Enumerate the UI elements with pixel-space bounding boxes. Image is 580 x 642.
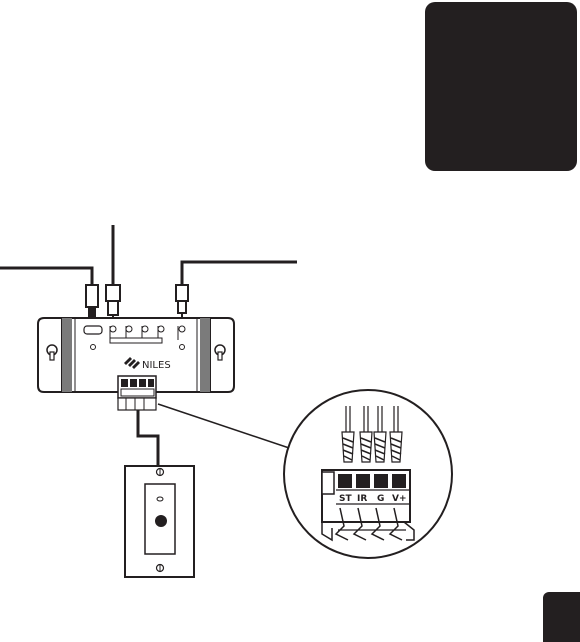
brand-label: NILES	[142, 360, 171, 371]
magnified-connector: ST IR G V+	[284, 390, 452, 558]
terminal-label-g: G	[377, 494, 384, 504]
terminal-label-st: ST	[339, 494, 352, 504]
indicator-led	[157, 497, 163, 501]
status-led-left	[91, 345, 96, 350]
device-terminal-block	[118, 376, 156, 410]
wall-plate-sensor	[125, 466, 194, 577]
cable-left	[0, 268, 98, 317]
status-led-right	[180, 345, 185, 350]
terminal-label-v: V+	[392, 494, 407, 504]
ir-hub-device: NILES	[38, 318, 234, 410]
cable-center	[106, 225, 120, 324]
sensor-wire	[138, 410, 158, 470]
terminal-label-ir: IR	[357, 494, 367, 504]
cable-right	[176, 262, 297, 324]
zoom-leader-line	[158, 404, 310, 455]
ir-sensor-icon	[155, 515, 167, 527]
